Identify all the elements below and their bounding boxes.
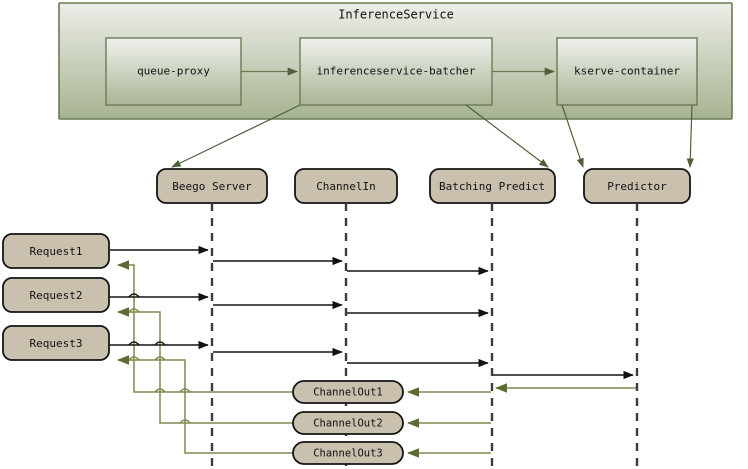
inferenceservice-container[interactable]: InferenceService queue-proxy inferencese… bbox=[58, 2, 733, 120]
connector-batcher-to-beego-server bbox=[171, 104, 301, 168]
black-message-arrows bbox=[110, 245, 634, 380]
lifeline-predictor[interactable]: Predictor bbox=[583, 168, 691, 204]
hop-o4 bbox=[154, 388, 166, 393]
request1-label: Request1 bbox=[30, 245, 83, 258]
channelout3-rect bbox=[292, 441, 404, 465]
lifeline-batching-predict[interactable]: Batching Predict bbox=[429, 168, 556, 204]
lifeline-heads: Beego Server ChannelIn Batching Predict … bbox=[156, 168, 691, 204]
queue-proxy-node[interactable]: queue-proxy bbox=[105, 37, 242, 106]
inferenceservice-batcher-label: inferenceservice-batcher bbox=[317, 65, 476, 78]
hop-b bbox=[128, 341, 140, 346]
return-path-channelout3-to-request3 bbox=[117, 355, 293, 454]
lifeline-beego-server-label: Beego Server bbox=[172, 180, 252, 193]
lifeline-beego-server[interactable]: Beego Server bbox=[156, 168, 268, 204]
request3-rect bbox=[2, 325, 110, 361]
channelout-boxes: ChannelOut1 ChannelOut2 ChannelOut3 bbox=[292, 380, 404, 465]
hop-o7 bbox=[179, 419, 191, 424]
lifeline-dashes bbox=[210, 203, 639, 469]
channelout2-box[interactable]: ChannelOut2 bbox=[292, 411, 404, 435]
channelout1-rect bbox=[292, 380, 404, 404]
lifeline-batching-predict-label: Batching Predict bbox=[439, 180, 545, 193]
connector-kserve-to-predictor-left bbox=[561, 104, 584, 168]
return-path-channelout1-to-request1 bbox=[117, 260, 293, 393]
hop-c bbox=[154, 341, 166, 346]
request3-label: Request3 bbox=[30, 337, 83, 350]
channelout3-box[interactable]: ChannelOut3 bbox=[292, 441, 404, 465]
hop-o2 bbox=[128, 356, 140, 361]
channelout2-label: ChannelOut2 bbox=[313, 418, 383, 430]
request1-box[interactable]: Request1 bbox=[2, 233, 110, 269]
request-boxes: Request1 Request2 Request3 bbox=[2, 233, 110, 361]
hop-a bbox=[128, 293, 140, 298]
return-path-channelout2-to-request2 bbox=[117, 307, 293, 424]
connector-batcher-to-batching-predict bbox=[465, 104, 549, 168]
queue-proxy-label: queue-proxy bbox=[137, 65, 210, 78]
arrow-crossing-hops bbox=[128, 293, 166, 346]
channelout2-rect bbox=[292, 411, 404, 435]
inferenceservice-batcher-node[interactable]: inferenceservice-batcher bbox=[299, 37, 493, 106]
kserve-container-rect bbox=[556, 37, 698, 106]
request1-rect bbox=[2, 233, 110, 269]
mapping-connectors bbox=[171, 104, 694, 168]
inferenceservice-title: InferenceService bbox=[338, 8, 454, 22]
olive-message-arrows bbox=[407, 383, 636, 458]
lifeline-channelin-label: ChannelIn bbox=[316, 180, 376, 193]
lifeline-predictor-label: Predictor bbox=[607, 180, 667, 193]
request2-box[interactable]: Request2 bbox=[2, 277, 110, 313]
request2-rect bbox=[2, 277, 110, 313]
request3-box[interactable]: Request3 bbox=[2, 325, 110, 361]
lifeline-channelin[interactable]: ChannelIn bbox=[294, 168, 398, 204]
kserve-container-node[interactable]: kserve-container bbox=[556, 37, 698, 106]
queue-proxy-rect bbox=[105, 37, 242, 106]
kserve-container-label: kserve-container bbox=[574, 65, 680, 78]
hop-o5 bbox=[179, 388, 191, 393]
channelout1-box[interactable]: ChannelOut1 bbox=[292, 380, 404, 404]
hop-o3 bbox=[154, 356, 166, 361]
channelout3-label: ChannelOut3 bbox=[313, 448, 383, 460]
request2-label: Request2 bbox=[30, 289, 83, 302]
channelout1-label: ChannelOut1 bbox=[313, 387, 383, 399]
inferenceservice-batcher-rect bbox=[299, 37, 493, 106]
connector-kserve-to-predictor-right bbox=[686, 104, 694, 168]
hop-o1 bbox=[128, 308, 140, 313]
olive-return-routes bbox=[117, 260, 293, 454]
